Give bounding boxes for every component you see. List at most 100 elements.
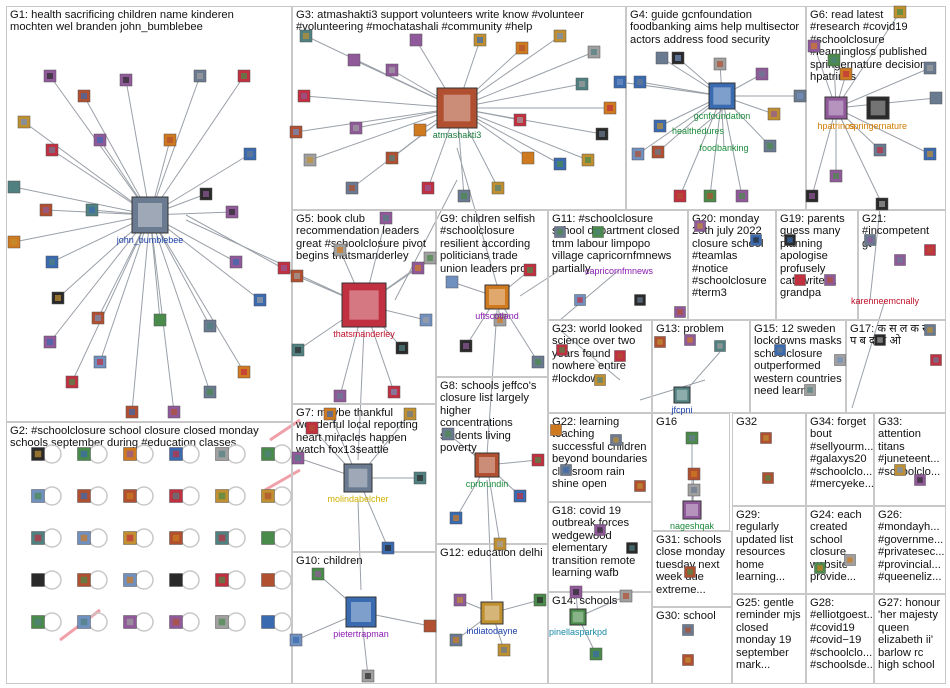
isolate-user-node[interactable] — [261, 489, 275, 503]
user-node[interactable] — [682, 624, 694, 636]
user-node[interactable] — [449, 633, 463, 647]
user-node[interactable] — [750, 234, 762, 246]
user-node[interactable] — [423, 619, 437, 633]
user-node[interactable] — [653, 119, 667, 133]
isolate-user-node[interactable] — [169, 489, 183, 503]
user-node[interactable] — [531, 355, 545, 369]
user-node[interactable] — [513, 489, 527, 503]
user-node[interactable] — [521, 151, 535, 165]
user-node[interactable] — [237, 69, 251, 83]
user-node[interactable] — [610, 434, 622, 446]
user-node[interactable] — [875, 197, 889, 211]
isolate-user-node[interactable] — [123, 531, 137, 545]
user-node[interactable] — [687, 483, 701, 497]
user-node[interactable] — [347, 53, 361, 67]
user-node[interactable] — [762, 472, 774, 484]
isolate-user-node[interactable] — [31, 447, 45, 461]
user-node[interactable] — [229, 255, 243, 269]
user-node[interactable] — [7, 235, 21, 249]
isolate-user-node[interactable] — [169, 573, 183, 587]
user-node[interactable] — [297, 89, 311, 103]
isolate-user-node[interactable] — [31, 489, 45, 503]
user-node[interactable] — [560, 464, 572, 476]
user-node[interactable] — [305, 421, 319, 435]
user-node[interactable] — [289, 633, 303, 647]
user-node[interactable] — [473, 33, 487, 47]
hub-node-cprbrundin[interactable] — [474, 452, 500, 478]
user-node[interactable] — [634, 294, 646, 306]
user-node[interactable] — [784, 234, 796, 246]
user-node[interactable] — [491, 181, 505, 195]
user-node[interactable] — [631, 147, 645, 161]
isolate-user-node[interactable] — [261, 447, 275, 461]
user-node[interactable] — [449, 511, 463, 525]
user-node[interactable] — [894, 254, 906, 266]
user-node[interactable] — [395, 341, 409, 355]
user-node[interactable] — [674, 306, 686, 318]
user-node[interactable] — [299, 29, 313, 43]
user-node[interactable] — [493, 313, 507, 327]
user-node[interactable] — [493, 537, 507, 551]
user-node[interactable] — [894, 464, 906, 476]
user-node[interactable] — [553, 29, 567, 43]
user-node[interactable] — [613, 75, 627, 89]
user-node[interactable] — [253, 293, 267, 307]
user-node[interactable] — [614, 350, 626, 362]
user-node[interactable] — [441, 427, 455, 441]
user-node[interactable] — [581, 153, 595, 167]
hub-node-hpatrinos[interactable] — [824, 96, 848, 120]
user-node[interactable] — [7, 180, 21, 194]
user-node[interactable] — [125, 405, 139, 419]
user-node[interactable] — [893, 5, 907, 19]
user-node[interactable] — [844, 554, 856, 566]
user-node[interactable] — [45, 143, 59, 157]
user-node[interactable] — [199, 187, 213, 201]
user-node[interactable] — [554, 226, 566, 238]
hub-node-pietertrapman[interactable] — [345, 596, 377, 628]
user-node[interactable] — [805, 189, 819, 203]
user-node[interactable] — [594, 374, 606, 386]
user-node[interactable] — [459, 339, 473, 353]
user-node[interactable] — [930, 354, 942, 366]
user-node[interactable] — [694, 220, 706, 232]
user-node[interactable] — [794, 274, 806, 286]
user-node[interactable] — [589, 647, 603, 661]
user-node[interactable] — [682, 654, 694, 666]
hub-node-molindabelcher[interactable] — [343, 463, 373, 493]
isolate-user-node[interactable] — [123, 615, 137, 629]
isolate-user-node[interactable] — [31, 573, 45, 587]
user-node[interactable] — [333, 389, 347, 403]
user-node[interactable] — [453, 593, 467, 607]
hub-node-jfcpni[interactable] — [673, 386, 691, 404]
user-node[interactable] — [774, 344, 786, 356]
isolate-user-node[interactable] — [215, 531, 229, 545]
user-node[interactable] — [924, 324, 936, 336]
hub-node-indiatodayne[interactable] — [480, 601, 504, 625]
user-node[interactable] — [39, 203, 53, 217]
hub-node-atmashakti3[interactable] — [436, 87, 478, 129]
isolate-user-node[interactable] — [169, 615, 183, 629]
user-node[interactable] — [349, 121, 363, 135]
user-node[interactable] — [323, 407, 337, 421]
user-node[interactable] — [289, 125, 303, 139]
user-node[interactable] — [827, 53, 841, 67]
user-node[interactable] — [421, 181, 435, 195]
user-node[interactable] — [203, 319, 217, 333]
user-node[interactable] — [755, 67, 769, 81]
hub-node-pinellasparkpd[interactable] — [569, 608, 587, 626]
user-node[interactable] — [243, 147, 257, 161]
user-node[interactable] — [385, 63, 399, 77]
user-node[interactable] — [411, 261, 425, 275]
user-node[interactable] — [361, 669, 375, 683]
user-node[interactable] — [423, 251, 437, 265]
user-node[interactable] — [277, 261, 291, 275]
user-node[interactable] — [929, 91, 943, 105]
user-node[interactable] — [531, 453, 545, 467]
hub-node-thatsmanderley[interactable] — [341, 282, 387, 328]
user-node[interactable] — [824, 274, 836, 286]
user-node[interactable] — [687, 467, 701, 481]
user-node[interactable] — [167, 405, 181, 419]
user-node[interactable] — [163, 133, 177, 147]
user-node[interactable] — [333, 243, 347, 257]
user-node[interactable] — [513, 113, 527, 127]
